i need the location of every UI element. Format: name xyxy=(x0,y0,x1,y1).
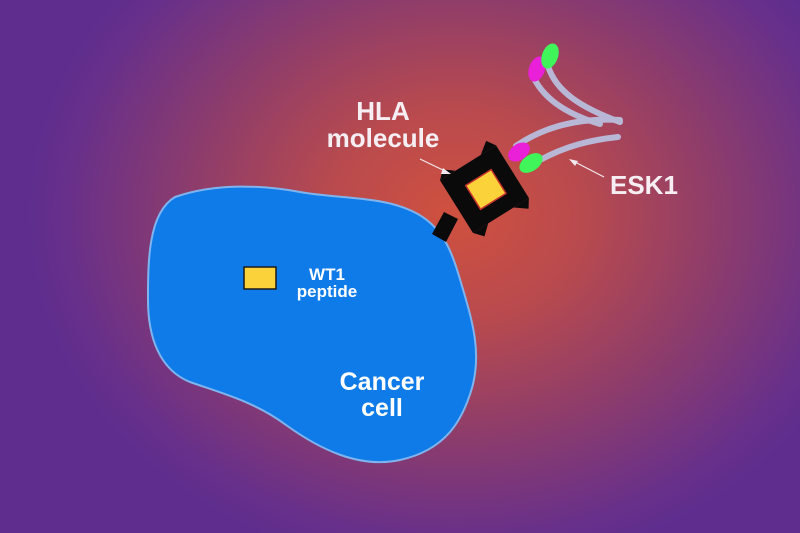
antibody-lower-arm xyxy=(513,116,623,149)
cancer-label-line2: cell xyxy=(361,393,403,422)
hla-molecule-label: HLA molecule xyxy=(318,98,448,151)
antibody-magenta-domain-lower xyxy=(508,142,530,162)
wt1-label-line2: peptide xyxy=(296,282,358,302)
cancer-label-line1: Cancer xyxy=(339,368,425,396)
antibody-inner-chain-2 xyxy=(529,71,603,127)
wt1-peptide-label: WT1 peptide xyxy=(282,266,372,301)
antibody-inner-chain-1 xyxy=(537,134,621,163)
antibody-green-domain-lower xyxy=(519,153,543,173)
hla-pointer-arrow xyxy=(419,158,451,174)
antibody-upper-arm xyxy=(545,63,623,125)
antibody-magenta-domain-upper xyxy=(528,56,546,82)
hla-bound-peptide xyxy=(464,168,508,211)
wt1-peptide-square xyxy=(243,266,277,290)
cancer-cell-label: Cancer cell xyxy=(322,368,442,422)
wt1-label-line1: WT1 xyxy=(309,265,345,284)
hla-stalk xyxy=(432,212,458,242)
antibody-green-domain-upper xyxy=(541,43,559,69)
hla-molecule xyxy=(432,140,529,242)
cancer-cell-shape xyxy=(146,185,478,464)
esk1-pointer-arrow xyxy=(569,159,605,178)
esk1-label: ESK1 xyxy=(610,170,678,200)
hla-label-line1: HLA xyxy=(356,96,410,126)
hla-label-line2: molecule xyxy=(326,122,440,153)
